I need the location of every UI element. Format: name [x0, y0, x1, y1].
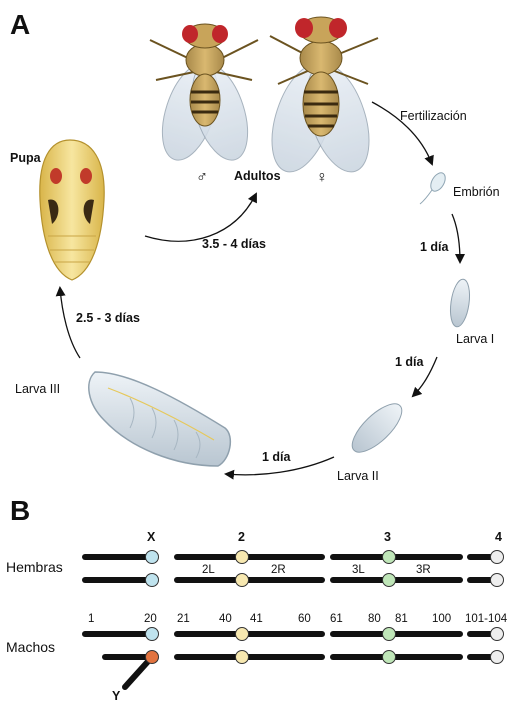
panel-b-letter: B	[10, 495, 30, 526]
female-chromosome-2	[177, 574, 322, 587]
larva2-to-larva3-days: 1 día	[262, 450, 292, 464]
male-chromosome-4	[470, 651, 504, 664]
band-20-label: 20	[144, 613, 157, 625]
female-chromosome-3	[333, 551, 460, 564]
chromosome-2-label: 2	[238, 530, 245, 544]
male-chromosome-2	[177, 651, 322, 664]
male-symbol: ♂	[196, 169, 208, 186]
fertilization-label: Fertilización	[400, 109, 467, 123]
arm-3l-label: 3L	[352, 564, 365, 576]
male-y-chromosome	[105, 651, 159, 688]
adults-label: Adultos	[234, 169, 281, 183]
female-fly-illustration	[260, 17, 381, 180]
band-21-label: 21	[177, 613, 190, 625]
larva2-label: Larva II	[337, 469, 379, 483]
pupa-to-adult-days: 3.5 - 4 días	[202, 237, 266, 251]
band-61-label: 61	[330, 613, 343, 625]
arm-2r-label: 2R	[271, 564, 286, 576]
male-chromosome-4	[470, 628, 504, 641]
male-x-chromosome	[85, 628, 159, 641]
band-80-label: 80	[368, 613, 381, 625]
band-101-104-label: 101-104	[465, 613, 508, 625]
chromosome-3-label: 3	[384, 530, 391, 544]
female-chromosome-2	[177, 551, 322, 564]
larva3-to-pupa-days: 2.5 - 3 días	[76, 311, 140, 325]
chromosome-4-label: 4	[495, 530, 502, 544]
band-60-label: 60	[298, 613, 311, 625]
band-1-label: 1	[88, 613, 94, 625]
males-row-label: Machos	[6, 639, 55, 655]
male-chromosome-3	[333, 651, 460, 664]
panel-a-letter: A	[10, 9, 30, 40]
arm-2l-label: 2L	[202, 564, 215, 576]
band-100-label: 100	[432, 613, 451, 625]
embryo-label: Embrión	[453, 185, 500, 199]
larva2-illustration	[345, 396, 409, 459]
arm-3r-label: 3R	[416, 564, 431, 576]
male-chromosome-3	[333, 628, 460, 641]
embryo-to-larva1-arrow	[452, 214, 460, 262]
pupa-illustration	[40, 140, 104, 280]
larva3-illustration	[89, 372, 231, 466]
female-symbol: ♀	[316, 169, 328, 186]
chromosome-x-label: X	[147, 530, 156, 544]
larva3-label: Larva III	[15, 382, 60, 396]
pupa-to-adult-arrow	[145, 194, 256, 241]
larva1-illustration	[448, 278, 473, 328]
female-x-chromosome	[85, 574, 159, 587]
pupa-label: Pupa	[10, 151, 42, 165]
embryo-to-larva1-days: 1 día	[420, 240, 450, 254]
male-fly-illustration	[150, 24, 258, 167]
females-row-label: Hembras	[6, 559, 63, 575]
band-41-label: 41	[250, 613, 263, 625]
band-81-label: 81	[395, 613, 408, 625]
female-chromosome-4	[470, 551, 504, 564]
embryo-illustration	[420, 170, 448, 204]
larva1-to-larva2-days: 1 día	[395, 355, 425, 369]
female-x-chromosome	[85, 551, 159, 564]
band-40-label: 40	[219, 613, 232, 625]
larva1-label: Larva I	[456, 332, 494, 346]
male-chromosome-2	[177, 628, 322, 641]
female-chromosome-4	[470, 574, 504, 587]
y-chromosome-label: Y	[112, 689, 121, 703]
